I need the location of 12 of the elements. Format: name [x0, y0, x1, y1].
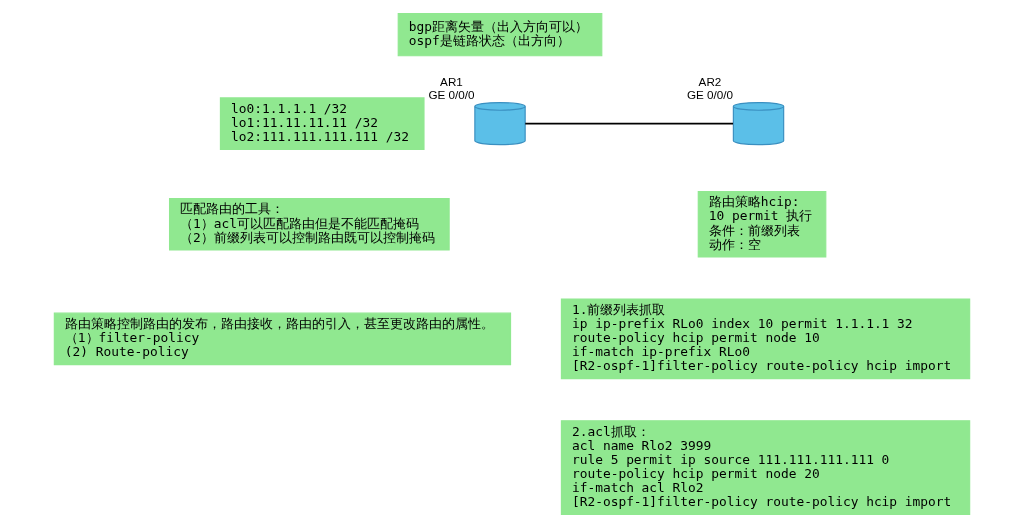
node-box: lo0:1.1.1.1 /32 lo1:11.11.11.11 /32 lo2:111.111.111.111 /32 — [219, 96, 425, 150]
node-label: GE 0/0/0 — [686, 87, 734, 101]
connector — [524, 122, 734, 124]
node-box: 1.前缀列表抓取 ip ip-prefix RLo0 index 10 permit 1.1.1.1 32 route-policy hcip permit node 10 if-match ip-prefix RLo0 [R2-ospf-1]filter-policy route-policy hcip import — [560, 298, 971, 379]
node-box: bgp距离矢量（出入方向可以） ospf是链路状态（出方向） — [397, 12, 603, 56]
node-label: AR2 — [698, 74, 722, 88]
node-box: 路由策略控制路由的发布，路由接收，路由的引入，甚至更改路由的属性。 （1）filter-policy (2) Route-policy — [53, 312, 512, 365]
node-box: 路由策略hcip: 10 permit 执行 条件：前缀列表 动作：空 — [697, 190, 827, 258]
node-label: GE 0/0/0 — [428, 87, 475, 101]
node-label: AR1 — [440, 74, 463, 88]
node-box: 匹配路由的工具： （1）acl可以匹配路由但是不能匹配掩码 （2）前缀列表可以控制路由既可以控制掩码 — [168, 197, 450, 251]
node-box: 2.acl抓取： acl name Rlo2 3999 rule 5 permit ip source 111.111.111.111 0 route-policy hcip permit node 20 if-match acl Rlo2 [R2-ospf-1]filter-policy route-policy hcip import — [560, 419, 971, 515]
